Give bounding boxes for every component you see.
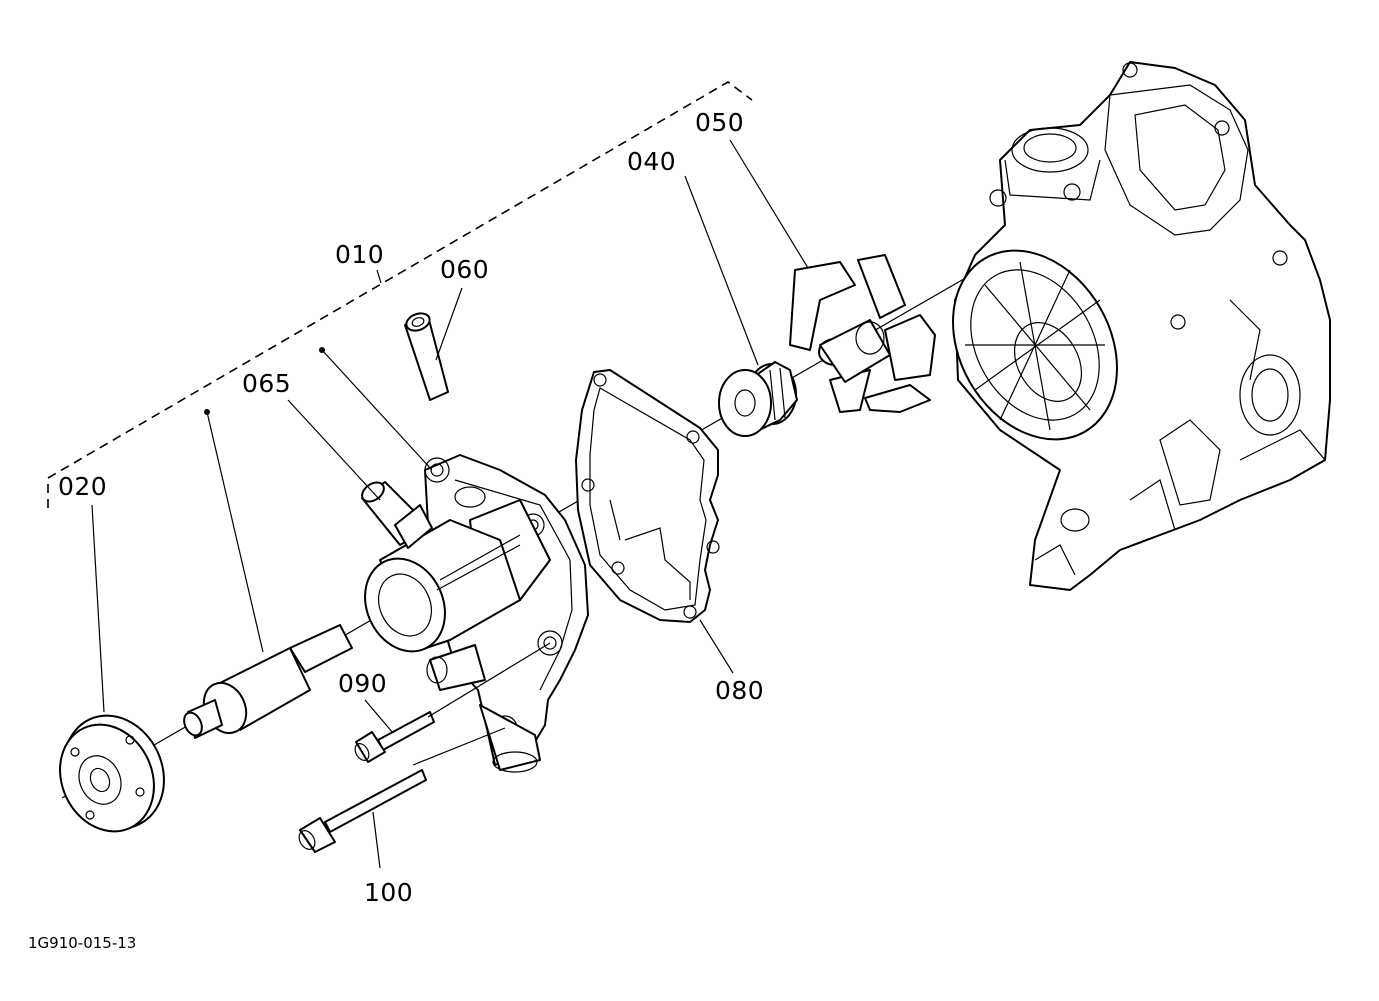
callout-labels: 010 020 040 050 060 065 080 090 100 <box>58 108 764 907</box>
part-100-bolt <box>298 769 427 853</box>
gear-case-housing <box>952 61 1331 591</box>
callout-040: 040 <box>627 147 676 176</box>
leader-lines <box>91 139 809 869</box>
part-020-flange <box>59 714 165 833</box>
callout-060: 060 <box>440 255 489 284</box>
drawing-code: 1G910-015-13 <box>28 934 136 952</box>
callout-090: 090 <box>338 669 387 698</box>
assembly-bracket <box>47 81 753 508</box>
callout-050: 050 <box>695 108 744 137</box>
callout-080: 080 <box>715 676 764 705</box>
part-010-pump-body <box>364 454 589 773</box>
callout-010: 010 <box>335 240 384 269</box>
callout-020: 020 <box>58 472 107 501</box>
part-050-impeller <box>789 254 936 413</box>
part-060-pin <box>404 312 449 401</box>
callout-100: 100 <box>364 878 413 907</box>
part-090-bolt <box>354 711 435 763</box>
part-shaft-bearing <box>183 624 353 739</box>
part-080-gasket <box>575 369 720 623</box>
part-040-seal <box>718 361 798 437</box>
callout-065: 065 <box>242 369 291 398</box>
